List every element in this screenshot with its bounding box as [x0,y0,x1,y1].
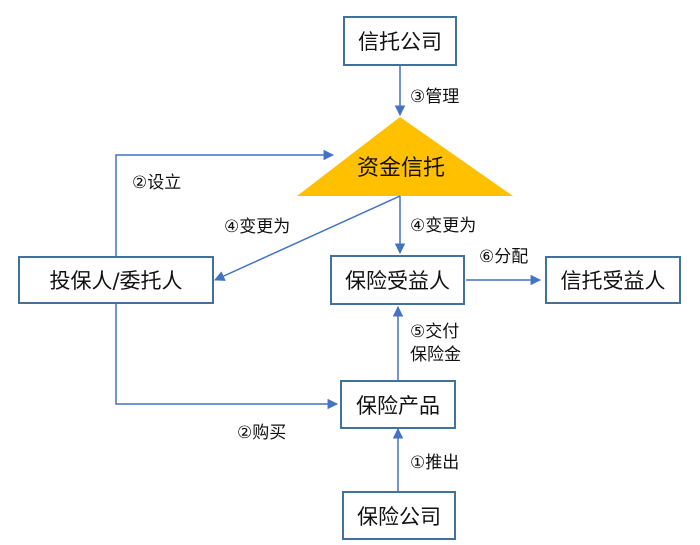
label-pay-line1: ⑤交付 [410,322,460,342]
node-trust-beneficiary: 信托受益人 [545,256,681,304]
node-trust-fund: 资金信托 [357,156,446,181]
label-purchase: ②购买 [237,423,287,443]
node-trust-company: 信托公司 [343,16,457,66]
trust-fund-triangle [297,117,513,196]
label-change-down: ④变更为 [410,216,477,236]
node-policyholder: 投保人/委托人 [18,256,214,304]
label-launch: ①推出 [410,453,460,473]
label-distribute: ⑥分配 [479,247,529,267]
node-insurance-beneficiary: 保险受益人 [330,255,465,305]
node-insurance-product: 保险产品 [340,380,456,429]
label-pay-line2: 保险金 [410,345,461,365]
label-change-left: ④变更为 [224,217,291,237]
label-establish: ②设立 [132,173,182,193]
node-insurance-company: 保险公司 [342,491,456,540]
label-manage: ③管理 [410,87,460,107]
arrow-purchase [115,304,339,410]
arrow-establish [115,149,335,256]
arrow-change-left [214,195,401,281]
